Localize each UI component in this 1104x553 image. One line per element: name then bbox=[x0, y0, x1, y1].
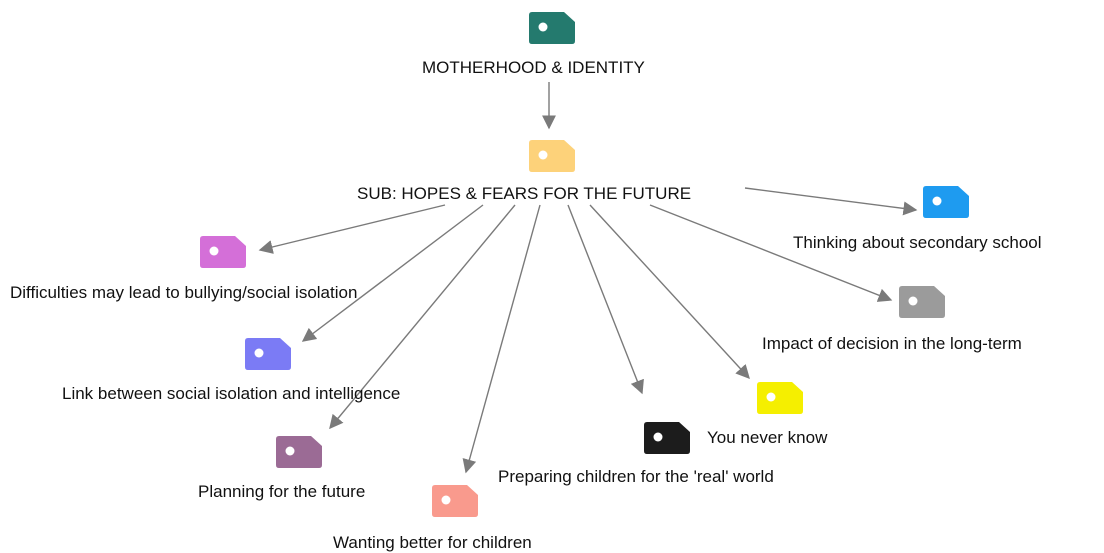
node-label-bullying: Difficulties may lead to bullying/social… bbox=[10, 283, 358, 302]
tag-icon[interactable] bbox=[923, 186, 969, 223]
node-label-planning: Planning for the future bbox=[198, 482, 366, 501]
node-label-better: Wanting better for children bbox=[333, 533, 532, 552]
tag-icon[interactable] bbox=[245, 338, 291, 375]
edge-sub-to-neverknow bbox=[589, 204, 750, 380]
tag-icon[interactable] bbox=[644, 422, 690, 459]
edge-sub-to-planning bbox=[329, 204, 516, 430]
tag-icon[interactable] bbox=[432, 485, 478, 522]
edge-sub-to-better bbox=[462, 204, 541, 474]
node-label-realworld: Preparing children for the 'real' world bbox=[498, 467, 774, 486]
edge-sub-to-longterm bbox=[649, 204, 893, 302]
tag-icon[interactable] bbox=[529, 12, 575, 49]
node-label-intelligence: Link between social isolation and intell… bbox=[62, 384, 401, 403]
tag-icon[interactable] bbox=[529, 140, 575, 177]
node-label-neverknow: You never know bbox=[707, 428, 828, 447]
tag-icon[interactable] bbox=[200, 236, 246, 273]
edge-sub-to-secondary bbox=[744, 187, 918, 216]
tag-icon[interactable] bbox=[276, 436, 322, 473]
edge-sub-to-intelligence bbox=[301, 204, 484, 342]
tag-icon[interactable] bbox=[757, 382, 803, 419]
node-label-sub: SUB: HOPES & FEARS FOR THE FUTURE bbox=[357, 184, 692, 203]
tag-icon[interactable] bbox=[899, 286, 945, 323]
node-label-longterm: Impact of decision in the long-term bbox=[762, 334, 1022, 353]
node-label-root: MOTHERHOOD & IDENTITY bbox=[422, 58, 645, 77]
edge-sub-to-realworld bbox=[567, 204, 644, 395]
node-label-secondary: Thinking about secondary school bbox=[793, 233, 1042, 252]
edge-sub-to-bullying bbox=[258, 204, 446, 254]
